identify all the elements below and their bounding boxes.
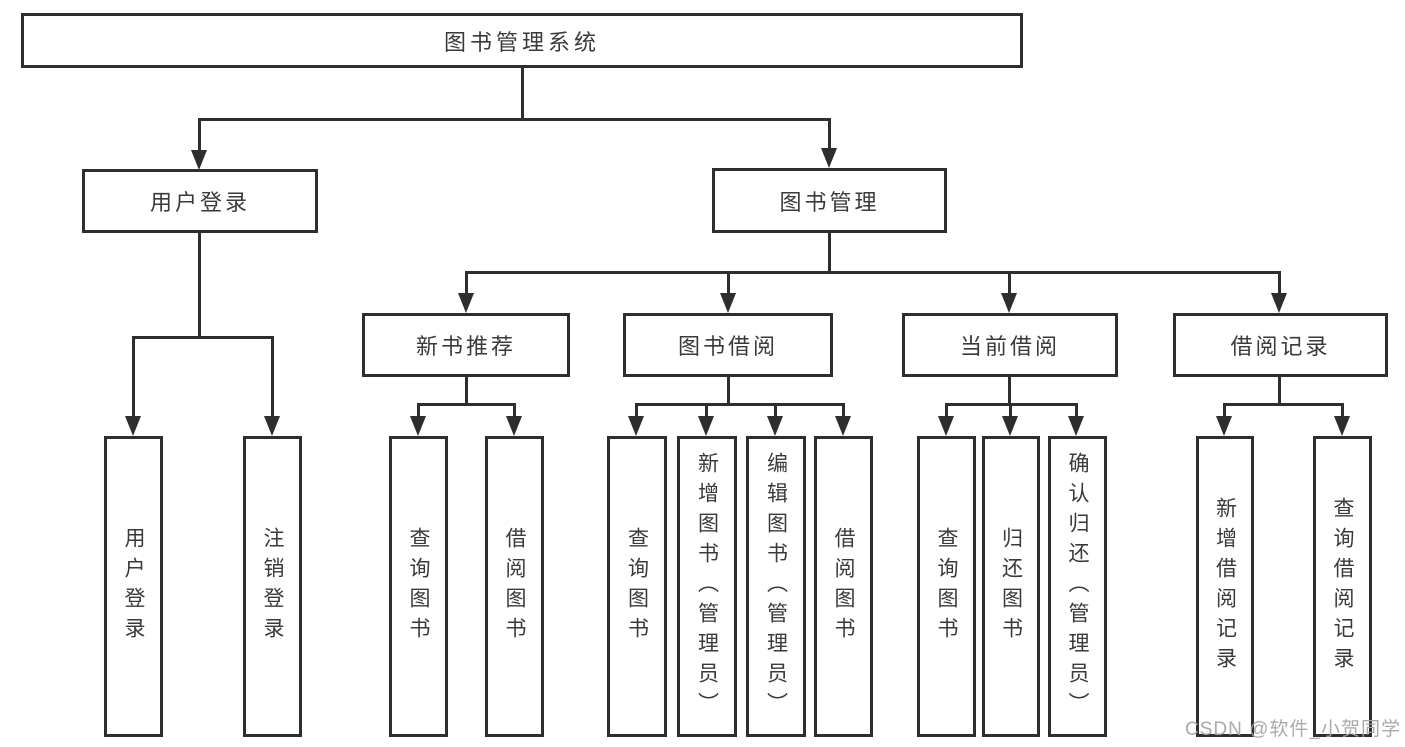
leaf-confirm-return-admin: 确认归还（管理员） [1048, 436, 1107, 737]
leaf-borrow-query-books-label: 查询图书 [625, 526, 649, 647]
leaf-recommend-query-books-label: 查询图书 [407, 526, 430, 647]
arrow-down-icon [410, 416, 426, 436]
leaf-borrow-books: 借阅图书 [814, 436, 873, 737]
connector-line [198, 118, 201, 150]
arrow-down-icon [1002, 416, 1018, 436]
connector-line [945, 403, 948, 416]
leaf-confirm-return-admin-label: 确认归还（管理员） [1066, 451, 1089, 722]
leaf-query-borrow-record-label: 查询借阅记录 [1331, 496, 1354, 677]
connector-line [1008, 377, 1011, 405]
connector-line [465, 271, 1281, 274]
connector-line [828, 118, 831, 148]
arrow-down-icon [458, 293, 474, 313]
arrow-down-icon [1334, 416, 1350, 436]
connector-line [1008, 271, 1011, 294]
arrow-down-icon [191, 150, 207, 170]
node-book-management: 图书管理 [712, 168, 947, 233]
arrow-down-icon [767, 416, 783, 436]
connector-line [727, 271, 730, 294]
connector-line [828, 233, 831, 274]
connector-line [774, 403, 777, 416]
connector-line [417, 403, 516, 406]
leaf-borrow-books-label: 借阅图书 [832, 526, 855, 647]
leaf-current-query-books-label: 查询图书 [935, 526, 958, 647]
arrow-down-icon [938, 416, 954, 436]
connector-line [465, 377, 468, 405]
connector-line [1075, 403, 1078, 416]
leaf-query-borrow-record: 查询借阅记录 [1313, 436, 1372, 737]
node-borrow-records: 借阅记录 [1173, 313, 1388, 377]
arrow-down-icon [1271, 293, 1287, 313]
connector-line [727, 377, 730, 405]
connector-line [271, 336, 274, 416]
connector-line [635, 403, 638, 416]
leaf-add-borrow-record-label: 新增借阅记录 [1213, 496, 1237, 677]
leaf-logout: 注销登录 [243, 436, 302, 737]
arrow-down-icon [628, 416, 644, 436]
node-root-label: 图书管理系统 [443, 29, 600, 55]
watermark: CSDN @软件_小贺同学 [1185, 719, 1401, 740]
arrow-down-icon [506, 416, 522, 436]
arrow-down-icon [125, 416, 141, 436]
leaf-logout-label: 注销登录 [261, 526, 284, 647]
leaf-add-books-admin: 新增图书（管理员） [677, 436, 737, 737]
arrow-down-icon [1001, 293, 1017, 313]
connector-line [132, 336, 135, 416]
connector-line [198, 118, 831, 121]
connector-line [1341, 403, 1344, 416]
leaf-edit-books-admin: 编辑图书（管理员） [746, 436, 806, 737]
arrow-down-icon [821, 148, 837, 168]
arrow-down-icon [1068, 416, 1084, 436]
leaf-recommend-borrow-books: 借阅图书 [485, 436, 544, 737]
node-new-book-recommend: 新书推荐 [362, 313, 570, 377]
node-borrow-records-label: 借阅记录 [1230, 334, 1331, 359]
node-book-borrow: 图书借阅 [623, 313, 833, 377]
arrow-down-icon [1216, 416, 1232, 436]
leaf-current-query-books: 查询图书 [917, 436, 976, 737]
leaf-user-login: 用户登录 [104, 436, 163, 737]
node-user-login-label: 用户登录 [149, 190, 250, 215]
connector-line [705, 403, 708, 416]
node-book-management-label: 图书管理 [779, 189, 880, 215]
connector-line [635, 403, 845, 406]
connector-line [1278, 377, 1281, 405]
node-current-borrow-label: 当前借阅 [959, 334, 1060, 359]
connector-line [521, 68, 524, 118]
leaf-borrow-query-books: 查询图书 [607, 436, 667, 737]
leaf-recommend-query-books: 查询图书 [389, 436, 448, 737]
arrow-down-icon [698, 416, 714, 436]
leaf-add-books-admin-label: 新增图书（管理员） [695, 451, 719, 722]
connector-line [417, 403, 420, 416]
connector-line [1009, 403, 1012, 416]
leaf-add-borrow-record: 新增借阅记录 [1196, 436, 1254, 737]
connector-line [132, 336, 273, 339]
leaf-return-books: 归还图书 [982, 436, 1040, 737]
connector-line [465, 271, 468, 294]
connector-line [513, 403, 516, 416]
node-current-borrow: 当前借阅 [902, 313, 1118, 377]
arrow-down-icon [720, 293, 736, 313]
arrow-down-icon [264, 416, 280, 436]
node-book-borrow-label: 图书借阅 [677, 334, 778, 359]
connector-line [1278, 271, 1281, 294]
connector-line [1223, 403, 1343, 406]
node-new-book-recommend-label: 新书推荐 [415, 334, 516, 359]
connector-line [842, 403, 845, 416]
leaf-return-books-label: 归还图书 [999, 526, 1023, 647]
connector-line [1223, 403, 1226, 416]
connector-line [198, 233, 201, 336]
arrow-down-icon [835, 416, 851, 436]
leaf-user-login-label: 用户登录 [122, 526, 145, 647]
node-root: 图书管理系统 [21, 13, 1023, 68]
leaf-edit-books-admin-label: 编辑图书（管理员） [764, 451, 788, 722]
leaf-recommend-borrow-books-label: 借阅图书 [503, 526, 526, 647]
node-user-login: 用户登录 [82, 169, 318, 233]
